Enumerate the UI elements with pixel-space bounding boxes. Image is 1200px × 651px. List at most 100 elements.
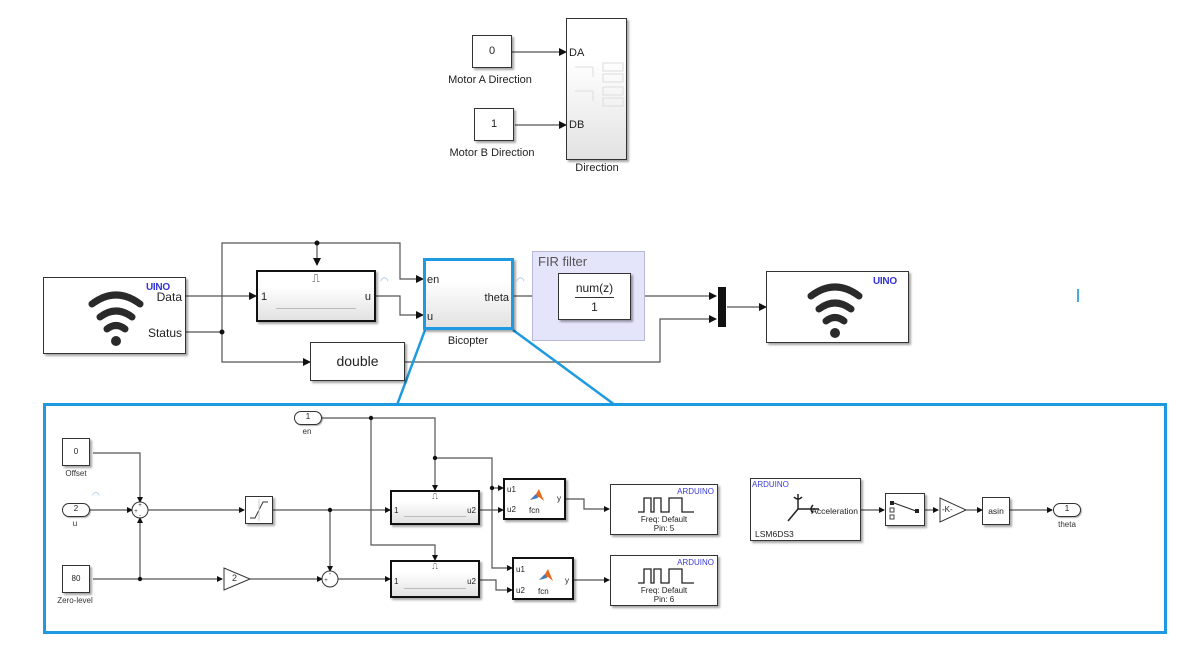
port-data: Data: [156, 290, 182, 304]
pwm-block-pin6[interactable]: ARDUINO Freq: Default Pin: 6: [610, 555, 718, 606]
port-theta: theta: [484, 292, 509, 304]
gain-2-block: [223, 567, 252, 591]
wire-double-out: [405, 315, 717, 363]
fir-filter-title: FIR filter: [538, 254, 588, 269]
convert-label: double: [336, 353, 379, 369]
offset-constant[interactable]: 0: [62, 438, 90, 466]
svg-text:-: -: [139, 513, 141, 519]
port-da: DA: [569, 47, 585, 59]
bicopter-subsystem[interactable]: en u theta: [423, 258, 514, 330]
wire-fcn1-pwm: [566, 498, 610, 512]
sum-block-2: - +: [321, 570, 339, 588]
enabled-subsystem[interactable]: ⎍ 1 u: [256, 270, 376, 322]
port-u: u: [427, 311, 434, 323]
gain-2-value: 2: [232, 573, 238, 583]
motor-b-label: Motor B Direction: [449, 147, 535, 159]
wifi-receive-block[interactable]: UINO Data Status: [43, 277, 186, 354]
arduino-badge: UINO: [146, 282, 170, 293]
saturation-block[interactable]: [245, 496, 273, 524]
fcn-label: fcn: [538, 587, 549, 596]
svg-text:+: +: [324, 578, 328, 584]
wire-en-fcn: [435, 457, 504, 491]
motor-a-label: Motor A Direction: [448, 74, 532, 86]
matlab-function-2[interactable]: u1 u2 y fcn: [512, 557, 574, 600]
motor-b-value: 1: [490, 118, 498, 130]
selector-icon: [889, 501, 919, 520]
enable-port-icon: ⎍: [432, 492, 438, 501]
motor-a-value: 0: [488, 45, 496, 57]
subsystem-preview-icon: [575, 62, 624, 107]
pwm-freq: Freq: Default: [640, 586, 688, 595]
en-inport-label: en: [302, 427, 312, 436]
enabled-subsystem-2[interactable]: ⎍ 1 u2: [390, 560, 480, 598]
selector-block[interactable]: [885, 493, 925, 526]
text-cursor: [1077, 289, 1079, 302]
port-1: 1: [394, 506, 399, 515]
asin-label: asin: [988, 506, 1004, 516]
port-acceleration: Acceleration: [811, 506, 858, 516]
zero-level-label: Zero-level: [57, 596, 93, 605]
wire-sub2-fcn: [480, 579, 513, 593]
arduino-badge: ARDUINO: [677, 487, 714, 496]
zero-level-value: 80: [71, 574, 81, 583]
svg-text:+: +: [134, 509, 138, 515]
port-1: 1: [394, 577, 399, 586]
wire-u: [376, 295, 424, 319]
wifi-icon: [807, 283, 863, 338]
wire-en: [322, 417, 438, 491]
k-gain-value: -K-: [942, 505, 953, 514]
pwm-waveform-icon: [638, 497, 694, 513]
convert-double-block[interactable]: double: [310, 342, 405, 381]
port-u: u: [364, 291, 371, 303]
motor-a-constant[interactable]: 0: [472, 35, 512, 68]
tf-fraction-bar: [575, 297, 614, 298]
zero-level-constant[interactable]: 80: [62, 565, 90, 593]
tf-numerator: num(z): [575, 281, 614, 295]
pwm-waveform-icon: [638, 568, 694, 584]
arduino-badge: ARDUINO: [752, 480, 789, 489]
zoom-callout-lines: [395, 328, 616, 407]
arduino-badge: UINO: [873, 276, 897, 287]
wifi-send-block[interactable]: UINO: [766, 271, 909, 343]
wire-en-fcn2: [491, 488, 513, 571]
enable-port-icon: ⎍: [312, 273, 320, 285]
asin-block[interactable]: asin: [982, 497, 1010, 525]
enable-port-icon: ⎍: [432, 562, 438, 571]
en-inport[interactable]: 1: [294, 411, 322, 425]
port-1: 1: [261, 291, 268, 303]
direction-subsystem[interactable]: DA DB: [566, 18, 627, 160]
port-u2: u2: [516, 586, 525, 595]
u-inport-label: u: [72, 519, 78, 528]
pwm-block-pin5[interactable]: ARDUINO Freq: Default Pin: 5: [610, 484, 718, 535]
enabled-subsystem-1[interactable]: ⎍ 1 u2: [390, 490, 480, 525]
imu-label: LSM6DS3: [755, 529, 794, 539]
wireless-signal-icon: ◠: [380, 276, 389, 287]
pwm-pin: Pin: 6: [653, 595, 675, 604]
wire-offset: [93, 452, 143, 503]
motor-b-constant[interactable]: 1: [474, 108, 514, 141]
mux-block: [718, 287, 726, 327]
subsystem-preview-icon: [404, 516, 466, 517]
bicopter-label: Bicopter: [447, 335, 489, 347]
svg-text:-: -: [329, 571, 332, 578]
svg-text:+: +: [138, 503, 142, 509]
port-en: en: [427, 274, 440, 286]
subsystem-preview-icon: [276, 308, 356, 309]
pwm-pin: Pin: 5: [653, 524, 675, 533]
port-y: y: [565, 576, 569, 585]
lsm6ds3-imu-block[interactable]: ARDUINO Acceleration LSM6DS3: [750, 478, 861, 541]
wire-en-down: [370, 418, 438, 561]
matlab-logo-icon: [530, 489, 544, 501]
theta-outport[interactable]: 1: [1053, 503, 1081, 517]
port-u1: u1: [516, 565, 525, 574]
fir-transfer-function[interactable]: num(z) 1: [558, 273, 631, 320]
matlab-function-1[interactable]: u1 u2 y fcn: [503, 478, 566, 520]
matlab-logo-icon: [539, 569, 553, 581]
u-inport[interactable]: 2: [62, 503, 90, 517]
bicopter-detail-frame: [43, 403, 1167, 634]
direction-label: Direction: [575, 162, 619, 174]
offset-label: Offset: [65, 469, 87, 478]
port-status: Status: [147, 326, 182, 340]
wireless-signal-icon: ◠: [92, 490, 100, 500]
